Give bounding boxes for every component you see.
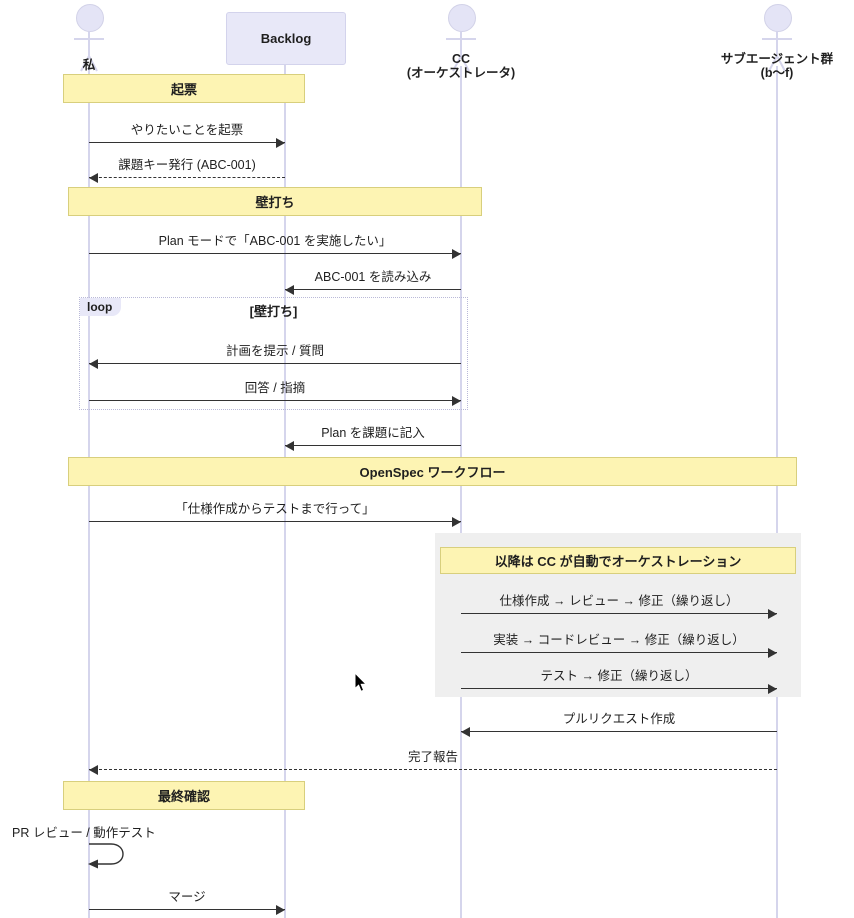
actor-label-cc: CC(オーケストレータ): [407, 52, 515, 80]
message-label-m2: 課題キー発行 (ABC-001): [118, 158, 256, 172]
banner-kabeuchi: 壁打ち: [68, 187, 482, 216]
arrowhead-m1: [276, 137, 285, 148]
message-line-m6: [89, 400, 461, 401]
message-line-m7: [285, 445, 461, 446]
message-label-m9: 仕様作成 → レビュー → 修正（繰り返し）: [499, 594, 739, 608]
message-label-m14: マージ: [168, 890, 206, 904]
mouse-cursor: [354, 671, 368, 698]
actor-name-sub: サブエージェント群: [720, 52, 834, 66]
message-line-m4: [285, 289, 461, 290]
arrowhead-m14: [276, 904, 285, 915]
lifeline-cc: [460, 66, 462, 918]
arrowhead-m7: [285, 440, 294, 451]
message-line-m12: [461, 731, 777, 732]
arrowhead-m10: [768, 647, 777, 658]
arrowhead-m5: [89, 358, 98, 369]
actor-body: [88, 31, 90, 57]
arrowhead-m12: [461, 726, 470, 737]
participant-box-backlog: Backlog: [226, 12, 346, 65]
actor-body: [460, 31, 462, 57]
message-label-m1: やりたいことを起票: [130, 123, 244, 137]
message-label-m8: 「仕様作成からテストまで行って」: [175, 502, 375, 516]
arrowhead-m11: [768, 683, 777, 694]
message-line-m13: [89, 769, 777, 770]
message-line-m3: [89, 253, 461, 254]
message-line-m8: [89, 521, 461, 522]
message-label-m3: Plan モードで「ABC-001 を実施したい」: [158, 234, 392, 248]
message-label-m11: テスト → 修正（繰り返し）: [540, 669, 698, 683]
arrowhead-m8: [452, 516, 461, 527]
actor-subname-sub: (b〜f): [760, 66, 794, 80]
actor-subname-cc: (オーケストレータ): [406, 66, 516, 80]
actor-head: [764, 4, 792, 32]
arrowhead-m3: [452, 248, 461, 259]
actor-label-me: 私: [83, 58, 96, 72]
actor-name-me: 私: [82, 58, 96, 72]
banner-openspec: OpenSpec ワークフロー: [68, 457, 797, 486]
message-label-m7: Plan を課題に記入: [321, 426, 425, 440]
actor-head: [76, 4, 104, 32]
message-line-m10: [461, 652, 777, 653]
arrowhead-m13: [89, 764, 98, 775]
message-line-m9: [461, 613, 777, 614]
banner-kihyo: 起票: [63, 74, 305, 103]
arrowhead-m6: [452, 395, 461, 406]
lifeline-me: [88, 66, 90, 918]
message-label-m10: 実装 → コードレビュー → 修正（繰り返し）: [493, 633, 745, 647]
message-label-m5: 計画を提示 / 質問: [226, 344, 324, 358]
message-label-m4: ABC-001 を読み込み: [314, 270, 432, 284]
arrowhead-m4: [285, 284, 294, 295]
banner-final-check: 最終確認: [63, 781, 305, 810]
self-message-loop-sm1: [85, 838, 141, 879]
actor-arms: [74, 38, 104, 40]
actor-label-sub: サブエージェント群(b〜f): [721, 52, 833, 80]
message-label-m6: 回答 / 指摘: [244, 381, 306, 395]
message-label-m13: 完了報告: [407, 750, 459, 764]
message-line-m1: [89, 142, 285, 143]
fragment-tag-loop-kabeuchi: loop: [80, 298, 122, 316]
message-line-m11: [461, 688, 777, 689]
message-line-m2: [89, 177, 285, 178]
lifeline-sub: [776, 66, 778, 918]
arrowhead-m2: [89, 172, 98, 183]
actor-head: [448, 4, 476, 32]
message-label-m12: プルリクエスト作成: [562, 712, 676, 726]
actor-arms: [762, 38, 792, 40]
self-message-label-sm1: PR レビュー / 動作テスト: [12, 826, 156, 840]
note-cc-auto-orchestration: 以降は CC が自動でオーケストレーション: [440, 547, 796, 574]
message-line-m5: [89, 363, 461, 364]
actor-body: [776, 31, 778, 57]
actor-name-cc: CC: [451, 52, 471, 66]
actor-arms: [446, 38, 476, 40]
message-line-m14: [89, 909, 285, 910]
fragment-loop-kabeuchi: [79, 297, 468, 410]
arrowhead-m9: [768, 608, 777, 619]
fragment-title-loop-kabeuchi: [壁打ち]: [249, 304, 298, 319]
